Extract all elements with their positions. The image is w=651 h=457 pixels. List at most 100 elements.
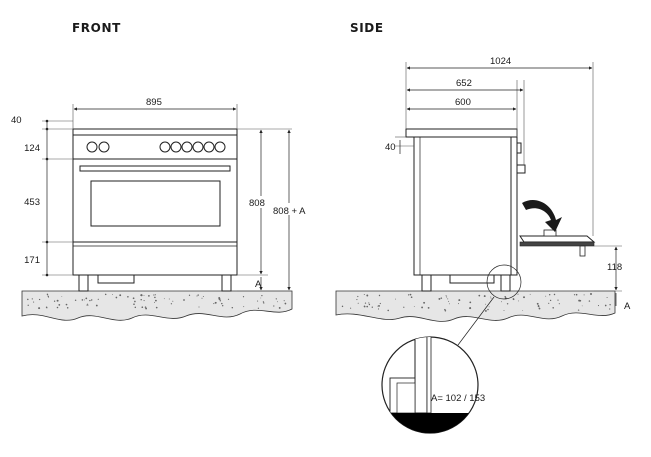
floor-dot (81, 299, 84, 301)
side-foot-right (500, 274, 511, 292)
floor-dot (155, 306, 158, 309)
floor-dot (227, 298, 230, 300)
floor-dot (285, 303, 286, 305)
floor-dot (490, 296, 492, 298)
floor-dot (522, 310, 524, 311)
side-feet-label: A (624, 301, 631, 312)
floor-dot (438, 297, 441, 300)
floor-dot (350, 307, 352, 309)
front-top-offset-label: 40 (11, 115, 22, 126)
floor-dot (490, 297, 492, 299)
floor-dot (132, 297, 135, 300)
floor-dot (590, 293, 592, 295)
floor-dot (457, 303, 460, 305)
floor-dot (222, 305, 224, 307)
floor-dot (538, 307, 541, 310)
floor-dot (444, 310, 447, 312)
floor-dot (134, 300, 136, 303)
front-height-label: 808 (249, 198, 265, 209)
floor-dot (31, 298, 33, 300)
side-open-door (519, 229, 596, 257)
floor-dot (163, 298, 165, 300)
floor-dot (549, 299, 552, 302)
floor-dot (341, 305, 344, 308)
side-body (413, 136, 512, 276)
floor-dot (407, 294, 410, 296)
front-foot-right (221, 274, 232, 292)
floor-dot (104, 293, 107, 296)
front-view-title: FRONT (72, 21, 121, 35)
floor-dot (517, 293, 519, 295)
front-top (72, 128, 238, 136)
floor-dot (356, 299, 358, 301)
floor-dot (89, 299, 91, 302)
control-knob (214, 141, 226, 153)
floor-dot (483, 295, 486, 298)
front-plinth (97, 274, 135, 284)
floor-dot (488, 306, 490, 308)
floor-dot (363, 293, 365, 296)
side-detail-marker (486, 264, 522, 300)
floor-dot (242, 296, 245, 298)
floor-dot (119, 294, 122, 297)
control-knob (181, 141, 193, 153)
floor-dot (56, 306, 59, 309)
floor-dot (275, 298, 277, 300)
floor-dot (487, 308, 489, 311)
floor-dot (573, 294, 576, 296)
floor-dot (115, 296, 118, 299)
floor-dot (261, 294, 263, 297)
floor-dot (231, 306, 234, 309)
floor-dot (378, 304, 380, 307)
floor-dot (597, 305, 600, 307)
floor-dot (197, 294, 199, 296)
side-door-height-label: 118 (607, 262, 622, 273)
floor-dot (134, 306, 137, 309)
front-door-handle (79, 165, 231, 172)
floor-dot (202, 295, 204, 298)
floor-dot (243, 306, 245, 308)
foot-detail: A= 102 / 153 (381, 336, 485, 434)
floor-dot (188, 294, 191, 296)
floor-dot (196, 295, 198, 297)
floor-dot (214, 301, 217, 304)
floor-dot (588, 300, 591, 302)
floor-dot (273, 305, 275, 307)
floor-dot (368, 303, 371, 306)
floor-dot (74, 299, 77, 302)
door-open-arrow-icon (522, 200, 562, 232)
floor-dot (262, 301, 265, 303)
floor-dot (143, 300, 145, 302)
floor-dot (140, 294, 143, 297)
floor-dot (606, 296, 608, 299)
floor-dot (84, 299, 85, 301)
floor-dot (363, 305, 366, 308)
floor-dot (278, 306, 281, 309)
floor-dot (61, 296, 63, 297)
floor-dot (552, 307, 554, 309)
side-handle-depth-label: 652 (456, 78, 472, 89)
floor-dot (366, 305, 369, 308)
side-view-title: SIDE (350, 21, 384, 35)
floor-dot (403, 306, 405, 308)
floor-dot (141, 306, 144, 309)
floor-dot (27, 304, 29, 306)
floor-dot (364, 302, 367, 304)
floor-dot (387, 309, 390, 312)
floor-dot (154, 296, 156, 299)
floor-dot (47, 294, 49, 296)
floor-dot (558, 303, 560, 305)
front-floor (21, 290, 293, 321)
floor-dot (133, 303, 135, 305)
floor-dot (143, 294, 145, 296)
front-control-panel-label: 124 (24, 143, 40, 154)
control-knob (159, 141, 171, 153)
control-knob (86, 141, 98, 153)
floor-dot (97, 298, 99, 300)
floor-dot (148, 295, 150, 297)
side-body-depth-label: 600 (455, 97, 471, 108)
floor-dot (581, 305, 583, 307)
floor-dot (484, 309, 487, 312)
floor-dot (537, 305, 540, 308)
floor-dot (517, 300, 519, 302)
